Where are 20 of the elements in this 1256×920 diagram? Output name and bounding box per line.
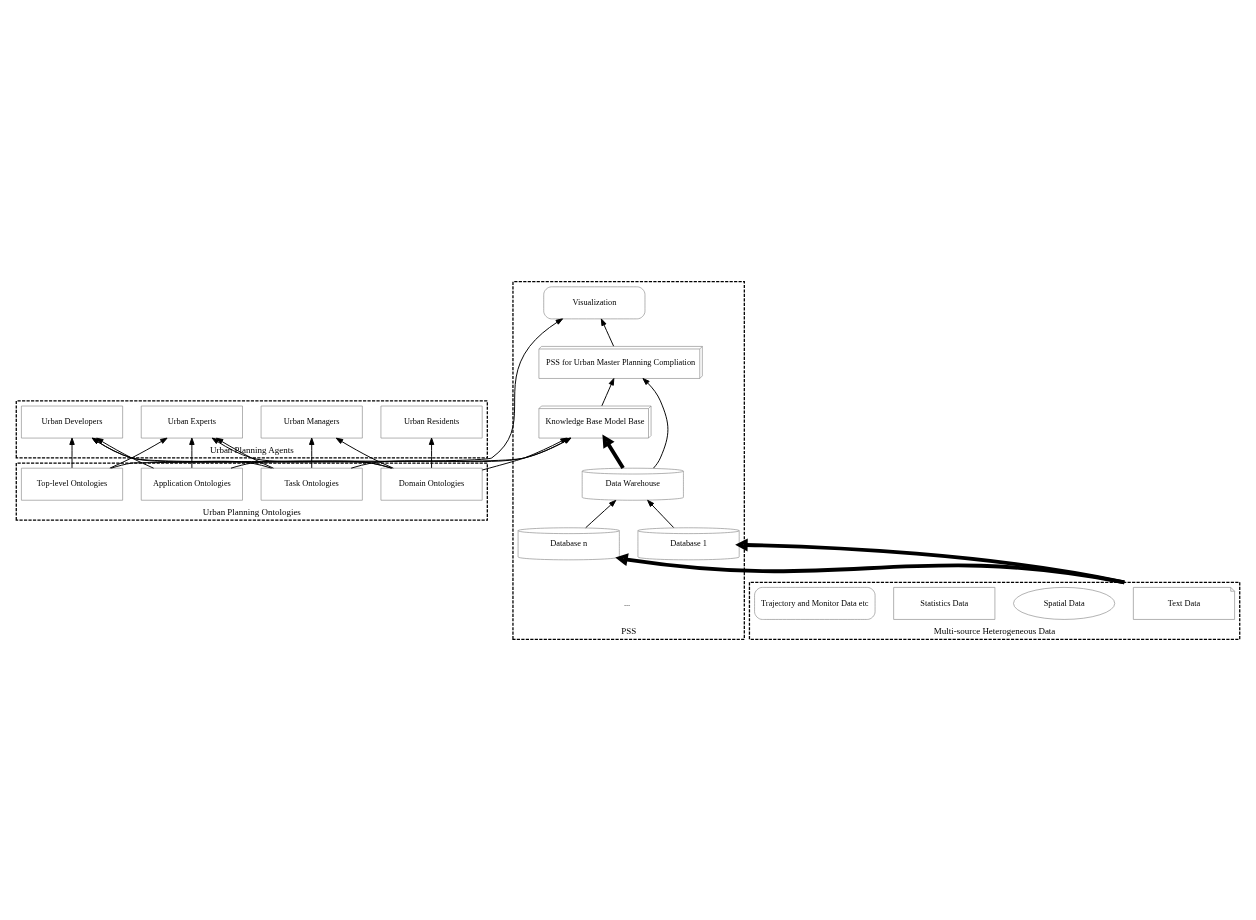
arrow xyxy=(189,437,195,468)
arrow xyxy=(642,377,669,469)
arrow xyxy=(602,434,625,469)
arrow xyxy=(600,317,615,347)
arrow xyxy=(69,437,75,468)
arrow xyxy=(428,437,435,468)
arrow xyxy=(615,552,1125,584)
arrow xyxy=(335,437,394,469)
arrow xyxy=(91,437,393,469)
arrow xyxy=(601,377,615,406)
arrow xyxy=(110,317,563,469)
arrow xyxy=(585,499,617,528)
arrow xyxy=(735,537,1125,584)
arrow xyxy=(91,437,273,469)
arrow xyxy=(109,437,168,469)
arrow xyxy=(211,437,392,469)
arrow xyxy=(309,437,315,468)
arrow xyxy=(647,499,675,528)
arrow xyxy=(96,437,155,469)
arrow xyxy=(215,437,274,469)
